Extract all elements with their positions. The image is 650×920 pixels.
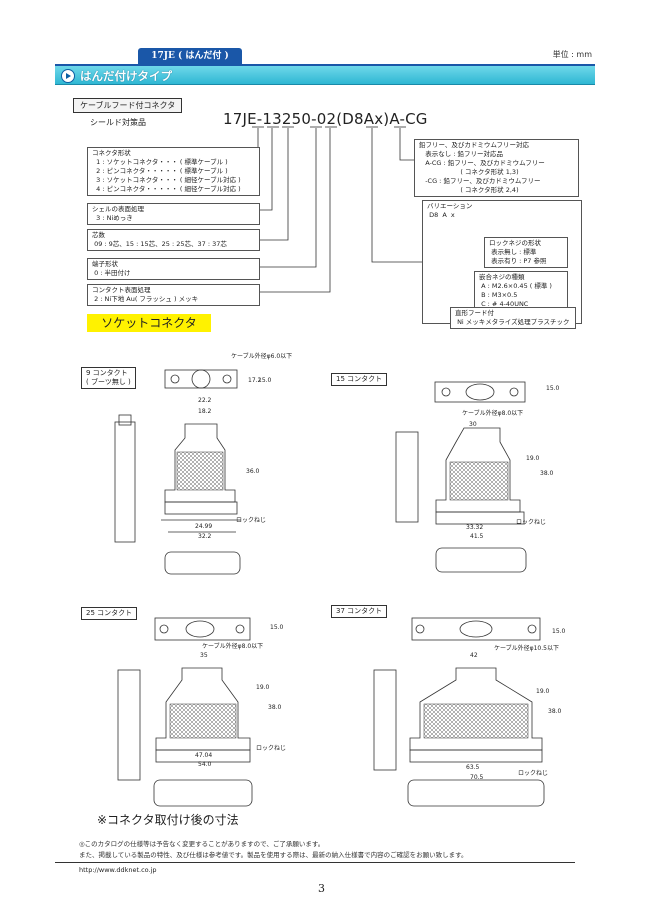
drawing-15-cable-note: ケーブル外径φ8.0以下 bbox=[462, 410, 524, 417]
contact-finish-box: コンタクト表面処理 2 : Ni下地 Au( フラッシュ ) メッキ bbox=[87, 284, 260, 306]
drawing-9-dim-b: 18.2 bbox=[198, 408, 212, 415]
connector-shape-box: コネクタ形状 1 : ソケットコネクタ・・・ ( 標準ケーブル ) 2 : ピン… bbox=[87, 147, 260, 196]
drawing-25-dim-c: 54.0 bbox=[198, 761, 212, 768]
drawing-15-dim-c: 41.5 bbox=[470, 533, 484, 540]
drawing-15-dim-b: 33.32 bbox=[466, 524, 484, 531]
header-rule bbox=[55, 64, 595, 66]
disclaimer: ◎このカタログの仕様等は予告なく変更することがありますので、ご了承願います。 ま… bbox=[79, 839, 468, 861]
drawing-9-dim-g: 17.2 bbox=[248, 377, 262, 384]
drawing-25-dim-d: 38.0 bbox=[268, 704, 282, 711]
drawing-37-dim-b: 63.5 bbox=[466, 764, 480, 771]
cable-hood-label: ケーブルフード付コネクタ bbox=[73, 98, 183, 113]
disclaimer-line-1: ◎このカタログの仕様等は予告なく変更することがありますので、ご了承願います。 bbox=[79, 840, 325, 848]
contacts-box: 芯数 09 : 9芯、15 : 15芯、25 : 25芯、37 : 37芯 bbox=[87, 229, 260, 251]
drawing-15-dim-d: 38.0 bbox=[540, 470, 554, 477]
play-icon bbox=[61, 69, 75, 83]
drawing-37-label: 37 コンタクト bbox=[331, 605, 388, 618]
mating-screw-box: 嵌合ネジの種類 A : M2.6×0.45 ( 標準 ) B : M3×0.5 … bbox=[474, 271, 568, 311]
hood-box: 直形フード付 Ni メッキメタライズ処理プラスチック bbox=[450, 307, 576, 329]
part-number: 17JE-13250-02(D8Ax)A-CG bbox=[223, 110, 428, 128]
drawing-15-dim-f: 15.0 bbox=[546, 385, 560, 392]
drawing-9-label: 9 コンタクト ( ブーツ無し ) bbox=[81, 367, 136, 389]
drawing-15-label: 15 コンタクト bbox=[331, 373, 388, 386]
drawing-37-dim-f: 15.0 bbox=[552, 628, 566, 635]
drawing-37-dim-d: 38.0 bbox=[548, 708, 562, 715]
page-title: はんだ付けタイプ bbox=[80, 69, 172, 83]
shield-label: シールド対策品 bbox=[90, 118, 146, 127]
drawing-15-dim-e: 19.0 bbox=[526, 455, 540, 462]
drawing-37-dim-e: 19.0 bbox=[536, 688, 550, 695]
drawing-25-lock: ロックねじ bbox=[256, 745, 287, 752]
drawing-37-dim-c: 70.5 bbox=[470, 774, 484, 781]
drawing-9-cable-note: ケーブル外径φ6.0以下 bbox=[231, 353, 293, 360]
drawing-25-contact bbox=[117, 617, 253, 807]
lead-free-box: 鉛フリー、及びカドミウムフリー対応 表示なし : 鉛フリー対応品 A-CG : … bbox=[414, 139, 579, 197]
title-banner bbox=[55, 66, 595, 85]
drawing-15-contact bbox=[395, 381, 527, 573]
page-number: 3 bbox=[318, 882, 325, 895]
lock-screw-box: ロックネジの形状 表示無し : 標準 表示有り : P7 参照 bbox=[484, 237, 568, 268]
drawing-37-lock: ロックねじ bbox=[518, 770, 549, 777]
drawing-37-contact bbox=[373, 617, 545, 807]
socket-connector-label: ソケットコネクタ bbox=[87, 314, 211, 332]
drawing-25-dim-a: 35 bbox=[200, 652, 208, 659]
drawing-25-dim-e: 19.0 bbox=[256, 684, 270, 691]
drawing-15-dim-a: 30 bbox=[469, 421, 477, 428]
drawing-9-dim-a: 22.2 bbox=[198, 397, 212, 404]
drawing-9-dim-c: 24.99 bbox=[195, 523, 213, 530]
unit-label: 単位 : mm bbox=[552, 50, 592, 59]
drawing-9-dim-f: 15.0 bbox=[258, 377, 272, 384]
terminal-box: 端子形状 0 : 半田付け bbox=[87, 258, 260, 280]
website-url[interactable]: http://www.ddknet.co.jp bbox=[79, 866, 157, 874]
drawing-25-dim-b: 47.04 bbox=[195, 752, 213, 759]
drawing-25-dim-f: 15.0 bbox=[270, 624, 284, 631]
disclaimer-line-2: また、掲載している製品の特性、及び仕様は参考値です。製品を使用する際は、最新の納… bbox=[79, 851, 468, 859]
drawing-37-dim-a: 42 bbox=[470, 652, 478, 659]
drawing-15-lock: ロックねじ bbox=[516, 519, 547, 526]
drawing-9-lock: ロックねじ bbox=[236, 517, 267, 524]
drawing-25-label: 25 コンタクト bbox=[81, 607, 138, 620]
mounting-note: ※コネクタ取付け後の寸法 bbox=[97, 813, 239, 827]
drawing-9-dim-d: 32.2 bbox=[198, 533, 212, 540]
drawing-9-contact bbox=[114, 369, 241, 575]
shell-finish-box: シェルの表面処理 3 : Niめっき bbox=[87, 203, 260, 225]
drawing-9-dim-e: 36.0 bbox=[246, 468, 260, 475]
drawing-37-cable-note: ケーブル外径φ10.5以下 bbox=[494, 645, 559, 652]
drawing-25-cable-note: ケーブル外径φ8.0以下 bbox=[202, 643, 264, 650]
footer-rule bbox=[55, 862, 575, 863]
